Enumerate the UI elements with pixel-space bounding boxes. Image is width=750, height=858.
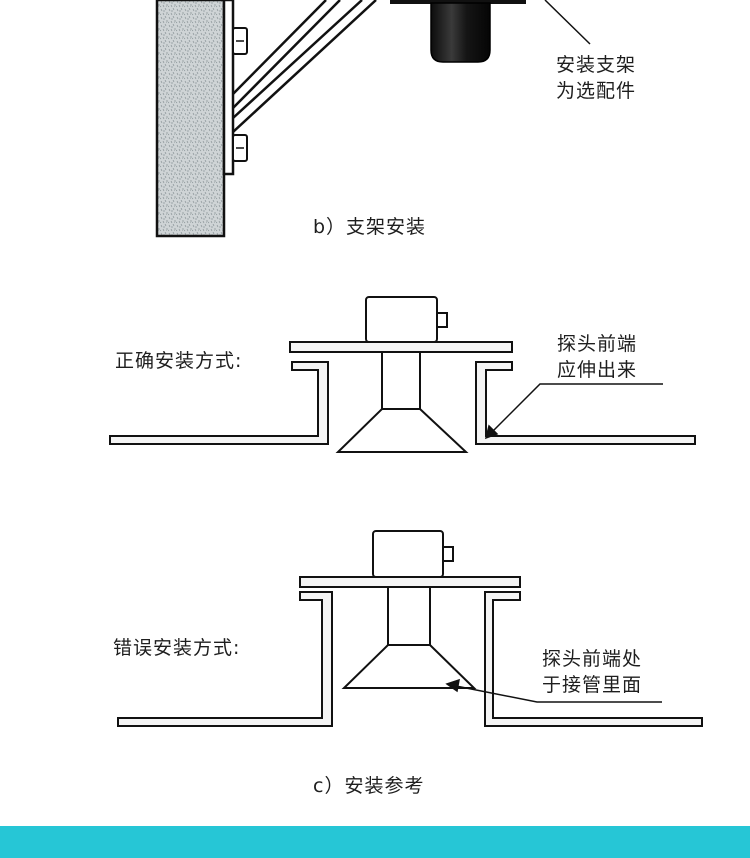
mounting-flange: [289, 341, 513, 353]
probe-neck: [381, 351, 421, 410]
probe-housing: [365, 296, 438, 343]
bracket-note-line2: 为选配件: [556, 80, 637, 102]
bracket-note-line1: 安装支架: [556, 54, 637, 76]
correct-install-label: 正确安装方式:: [115, 350, 243, 372]
wrong-note-line2: 于接管里面: [542, 674, 643, 696]
bracket-mount-drawing: [155, 0, 591, 238]
wrong-note-line1: 探头前端处: [542, 648, 643, 670]
concrete-wall: [155, 0, 226, 238]
upper-bolt: [232, 27, 248, 55]
footer-accent-bar: [0, 826, 750, 858]
wrong-leader: [445, 678, 662, 703]
correct-leader: [484, 383, 663, 440]
bracket-leader-line: [544, 0, 591, 45]
tank-roof-left: [109, 361, 329, 445]
probe-housing-wrong: [372, 530, 444, 578]
wrong-install-drawing: [117, 530, 703, 727]
horn-antenna-wrong: [341, 644, 477, 689]
section-c-caption: c）安装参考: [313, 775, 425, 797]
wrong-install-label: 错误安装方式:: [113, 637, 241, 659]
correct-note-line1: 探头前端: [557, 333, 638, 355]
correct-note-line2: 应伸出来: [557, 359, 638, 381]
cable-gland-wrong: [442, 546, 454, 562]
tank-roof-right: [475, 361, 696, 445]
mounting-flange-wrong: [299, 576, 521, 588]
section-b-caption: b）支架安装: [313, 216, 427, 238]
lower-bolt: [232, 134, 248, 162]
tank-roof-right-wrong: [484, 591, 703, 727]
horn-antenna: [335, 408, 469, 453]
cable-gland: [436, 312, 448, 328]
correct-install-drawing: [109, 296, 696, 453]
probe-neck-wrong: [387, 586, 431, 646]
probe-body: [430, 2, 491, 63]
bracket-arm: [232, 0, 377, 133]
wall-plate: [222, 0, 235, 176]
tank-roof-left-wrong: [117, 591, 333, 727]
